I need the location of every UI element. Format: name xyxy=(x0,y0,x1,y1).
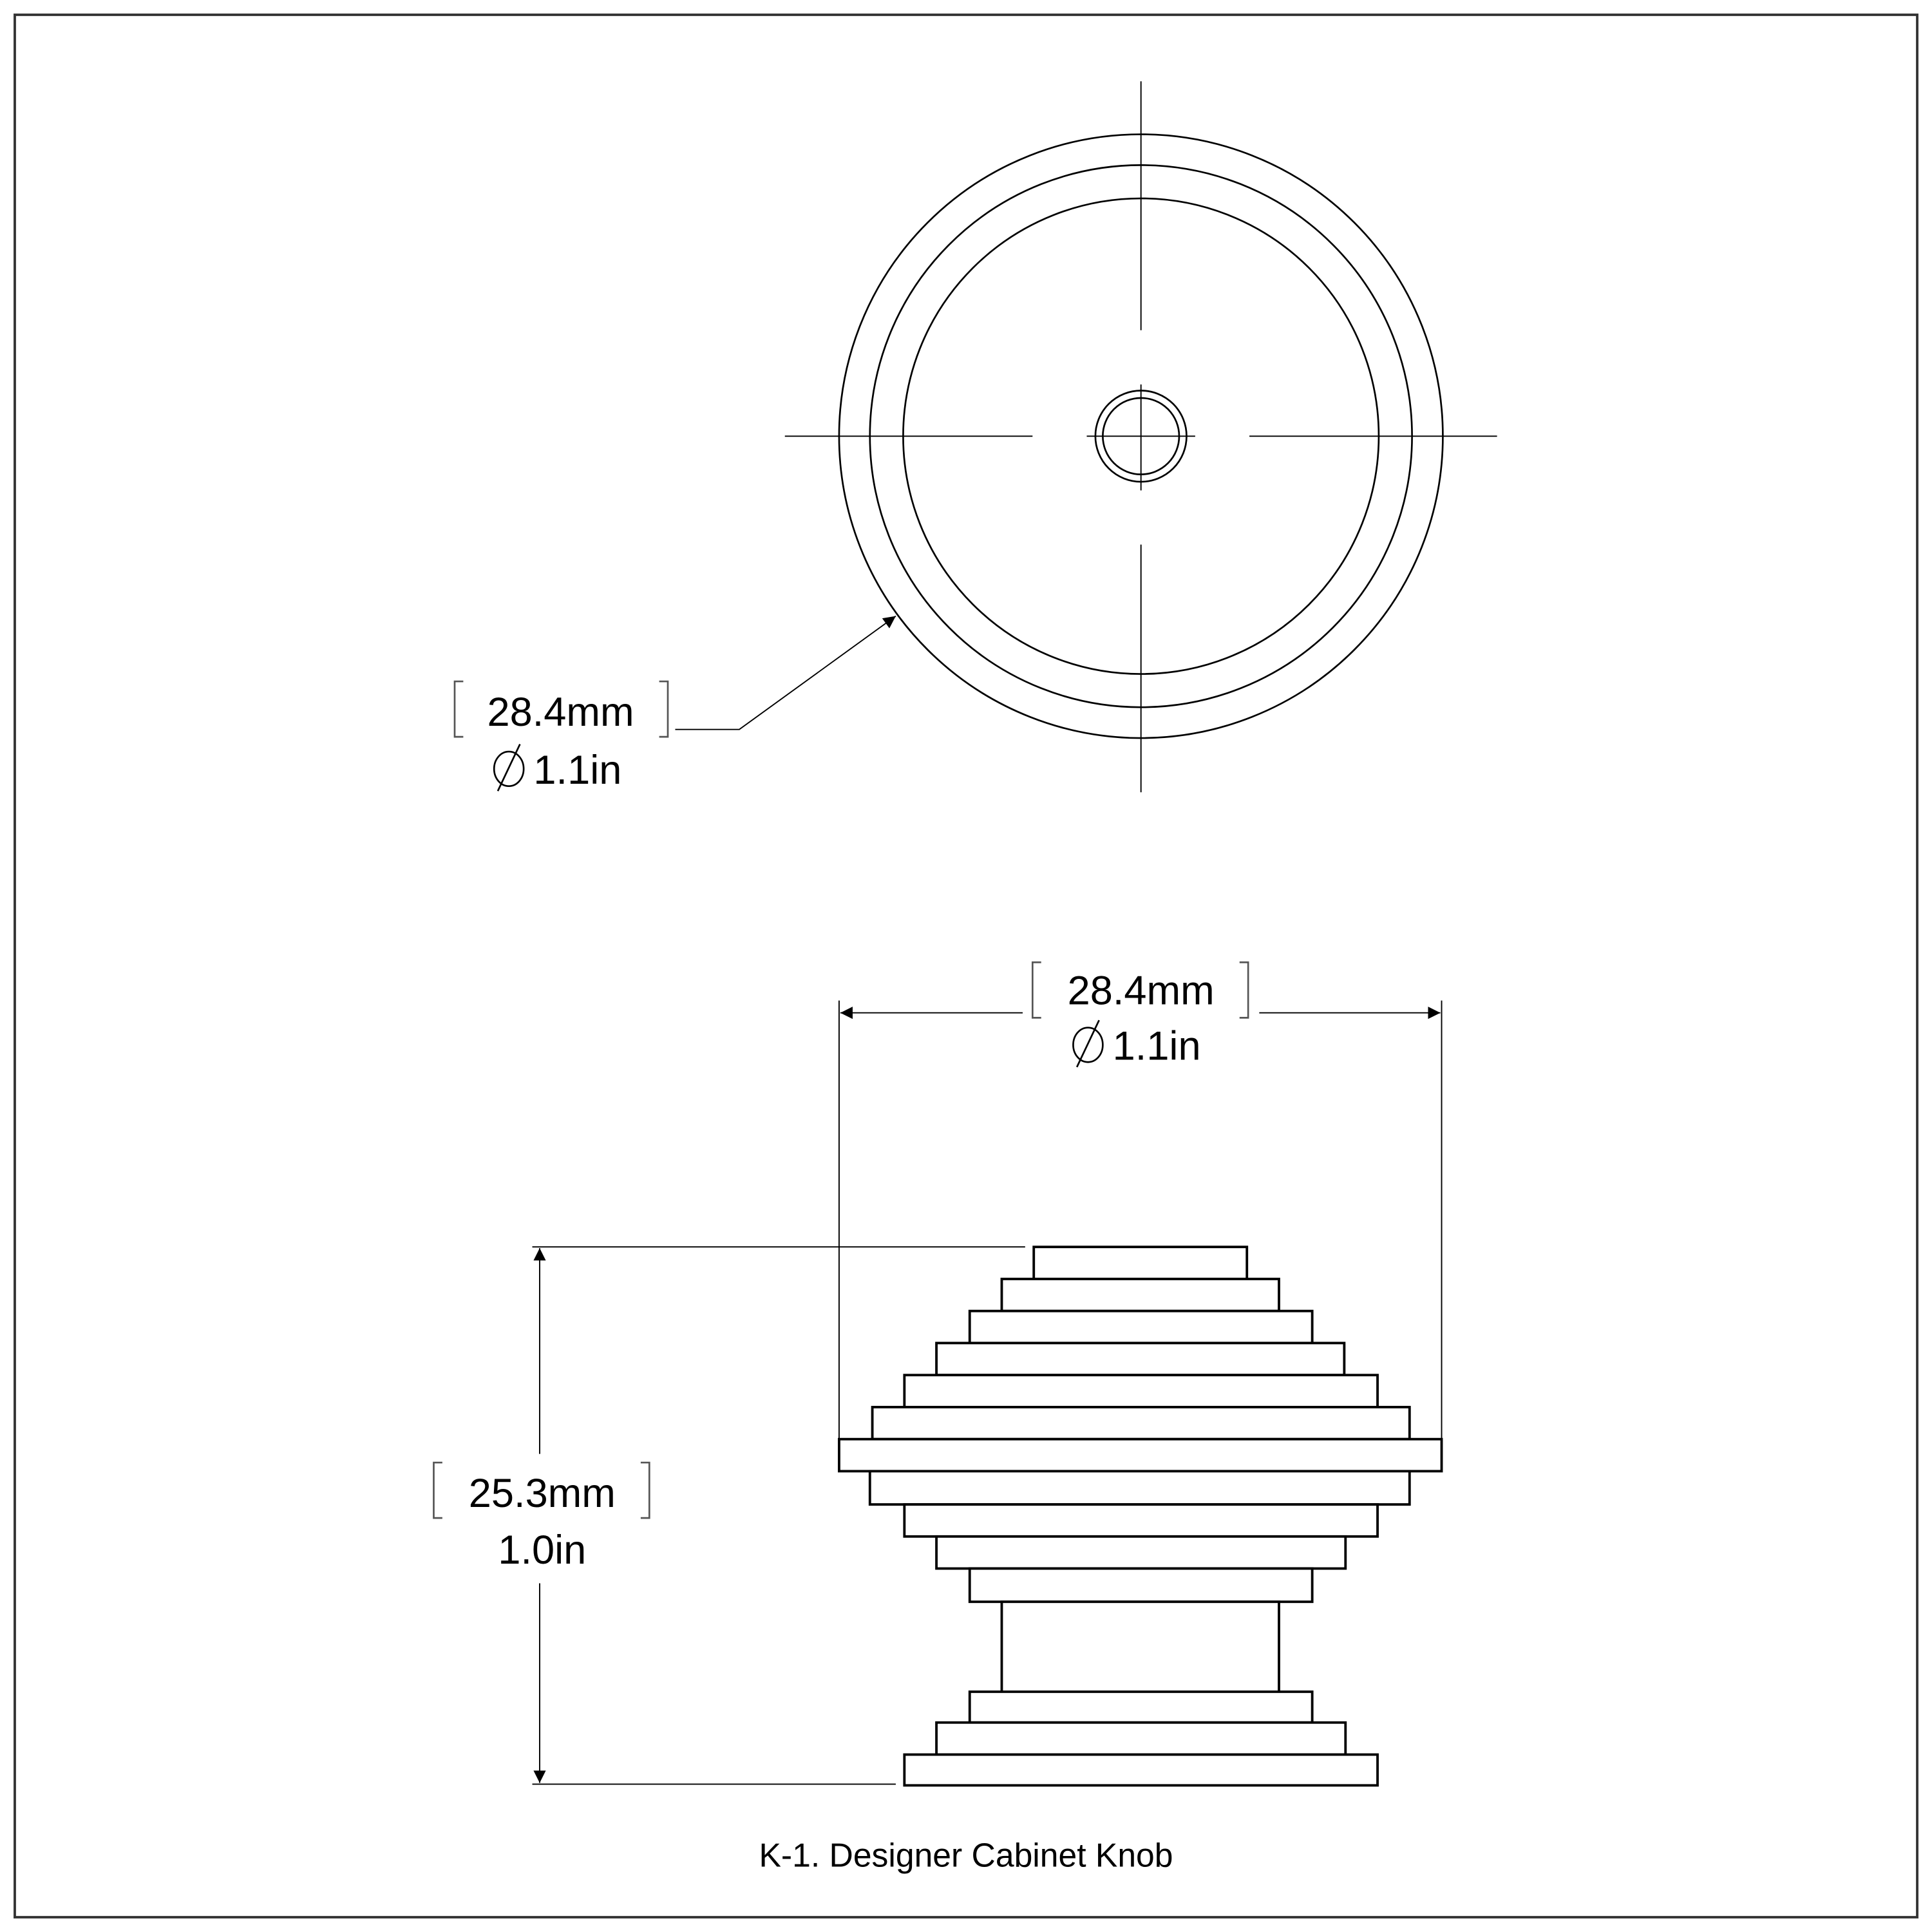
side-view: 28.4mm 1.1in 25.3mm 1.0in xyxy=(433,961,1443,1787)
leader-line xyxy=(675,615,896,730)
width-mm-text: 28.4mm xyxy=(1068,968,1215,1013)
diameter-icon xyxy=(1072,1019,1104,1068)
center-lines xyxy=(784,81,1497,793)
diameter-mm-text: 28.4mm xyxy=(488,690,634,735)
top-view: 28.4mm 1.1in xyxy=(453,81,1497,793)
height-mm-text: 25.3mm xyxy=(469,1471,616,1516)
drawing-caption: K-1. Designer Cabinet Knob xyxy=(759,1837,1173,1874)
height-in-text: 1.0in xyxy=(498,1528,586,1573)
width-in-text: 1.1in xyxy=(1113,1023,1201,1068)
knob-profile xyxy=(838,1245,1443,1787)
width-dimension: 28.4mm 1.1in xyxy=(838,961,1443,1439)
diameter-in-text: 1.1in xyxy=(533,748,621,793)
diameter-icon xyxy=(493,744,525,791)
top-diameter-label: 28.4mm 1.1in xyxy=(453,680,669,793)
drawing-border xyxy=(14,14,1918,1918)
height-dimension: 25.3mm 1.0in xyxy=(433,1246,1025,1785)
